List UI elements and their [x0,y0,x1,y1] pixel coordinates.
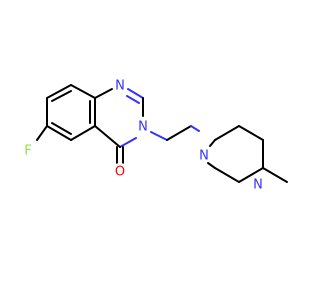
bond-n3-ch2 [150,131,168,141]
pyrimidinone-ring [94,88,144,148]
ethyl-linker [150,125,200,141]
bond-c8-c7 [46,84,72,99]
bond-c8a-c8 [70,84,96,99]
bond-ch2-np [190,125,200,132]
atom-n3: N [138,120,148,135]
bond-c5-c4a [70,125,96,141]
bond-ch2-ch2 [166,125,192,141]
molecule-structure-diagram: N N O F N N [20,77,288,193]
atom-labels: N N O F N N [20,77,266,193]
bond-cb-np4 [238,125,264,141]
bond-np1-ce [207,162,216,169]
atom-np1: N [199,149,209,164]
bond-c8a-n1 [94,88,113,99]
bond-c4-c4a [94,125,121,148]
bond-inner-2 [51,90,72,102]
atom-n1: N [115,79,125,94]
bond-c6-c5 [46,125,72,141]
bond-cc-cd [238,167,264,183]
bond-ca-cb [214,125,240,141]
bond-n3-c4 [119,137,137,148]
bond-np4-methyl [262,167,288,183]
benzene-ring [46,84,96,141]
atom-o: O [115,165,125,180]
bond-cd-np1 [214,167,240,183]
atom-f: F [24,144,31,159]
bond-n1-c2a [127,88,144,99]
bond-n1-c2b [126,95,140,104]
atom-np4: N [253,178,263,193]
bond-c6-f [36,125,48,141]
bond-inner-3 [51,122,72,135]
bond-np1-ca [209,139,216,147]
piperazine-ring [207,125,288,183]
